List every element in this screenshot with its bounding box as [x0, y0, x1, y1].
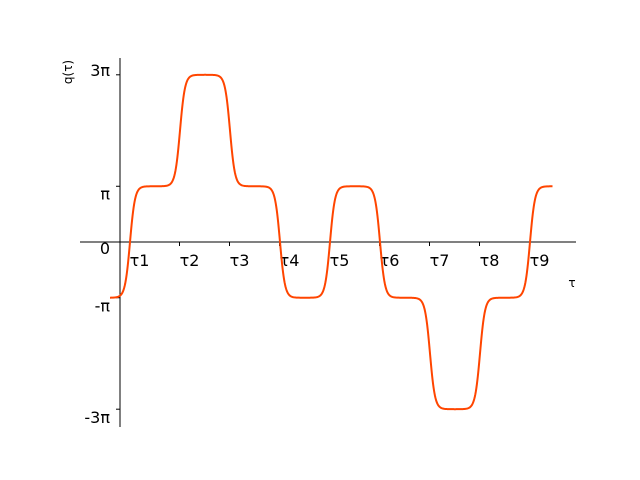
series-line — [110, 73, 553, 411]
y-tick-label: 0 — [100, 239, 110, 258]
x-tick-label: τ9 — [530, 251, 550, 270]
x-tick-label: τ4 — [280, 251, 300, 270]
x-tick-label: τ5 — [330, 251, 350, 270]
x-tick-label: τ3 — [230, 251, 250, 270]
x-axis-label: τ — [568, 276, 575, 290]
y-axis-label: q(τ) — [61, 60, 75, 84]
plot-area: τ1 τ2 τ3 τ4 τ5 τ6 τ7 τ8 τ9 3π π 0 -π -3π τ q(τ) — [61, 58, 576, 427]
x-tick-label: τ8 — [480, 251, 500, 270]
x-tick-label: τ6 — [380, 251, 400, 270]
y-tick-label: π — [100, 184, 110, 203]
x-tick-label: τ7 — [430, 251, 450, 270]
x-tick-label: τ2 — [180, 251, 200, 270]
y-ticks: 3π π 0 -π -3π — [84, 61, 120, 427]
y-tick-label: -π — [95, 297, 111, 316]
x-ticks: τ1 τ2 τ3 τ4 τ5 τ6 τ7 τ8 τ9 — [129, 242, 550, 270]
y-tick-label: 3π — [90, 61, 110, 80]
y-tick-label: -3π — [84, 408, 110, 427]
x-tick-label: τ1 — [130, 251, 150, 270]
